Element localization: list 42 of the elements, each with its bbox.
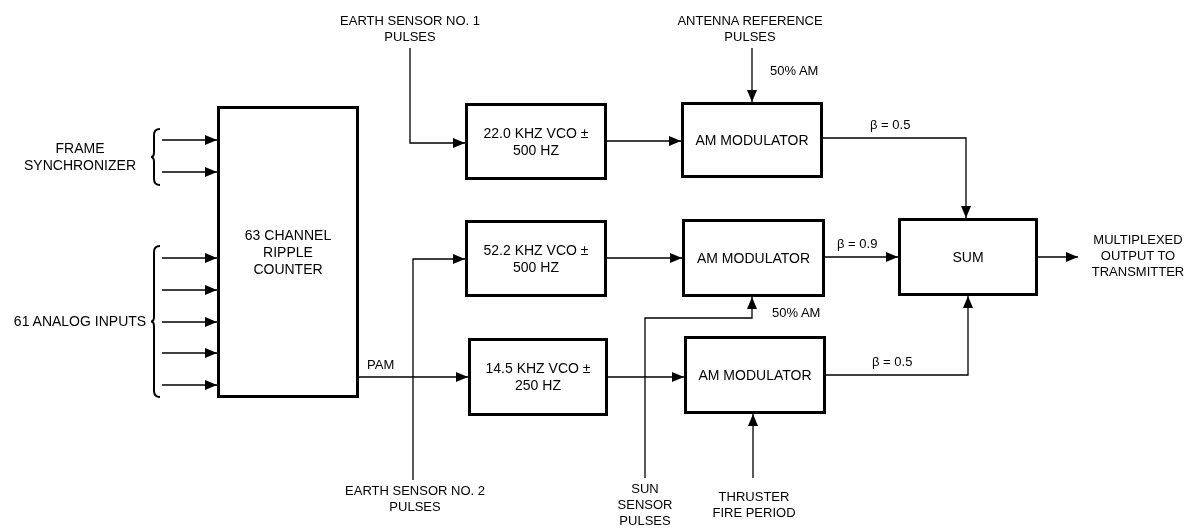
signal-arrow bbox=[409, 47, 466, 148]
block-box: 63 CHANNEL RIPPLE COUNTER bbox=[217, 106, 359, 398]
modulation-note: 50% AM bbox=[772, 306, 821, 319]
block-box: 22.0 KHZ VCO ± 500 HZ bbox=[465, 103, 607, 180]
signal-arrow bbox=[161, 380, 218, 390]
signal-arrow bbox=[607, 372, 685, 382]
signal-arrow bbox=[747, 47, 757, 103]
signal-arrow bbox=[824, 252, 899, 262]
edge-label: β = 0.9 bbox=[835, 237, 880, 250]
signal-arrow bbox=[822, 137, 971, 219]
signal-arrow bbox=[825, 295, 973, 376]
signal-label: EARTH SENSOR NO. 2 PULSES bbox=[345, 480, 485, 518]
signal-arrow bbox=[1037, 252, 1079, 262]
input-group-label: FRAME SYNCHRONIZER bbox=[23, 140, 137, 174]
edge-label: PAM bbox=[365, 358, 397, 371]
signal-label: EARTH SENSOR NO. 1 PULSES bbox=[340, 10, 480, 48]
signal-arrow bbox=[748, 413, 758, 479]
signal-arrow bbox=[161, 285, 218, 295]
signal-label: MULTIPLEXED OUTPUT TO TRANSMITTER bbox=[1078, 228, 1198, 284]
signal-arrow bbox=[161, 348, 218, 358]
signal-arrow bbox=[161, 167, 218, 177]
signal-arrow bbox=[358, 372, 469, 382]
edge-label: β = 0.5 bbox=[870, 355, 915, 368]
signal-label: THRUSTER FIRE PERIOD bbox=[712, 478, 796, 532]
block-box: AM MODULATOR bbox=[682, 219, 825, 297]
signal-label: ANTENNA REFERENCE PULSES bbox=[665, 10, 835, 48]
block-box: 52.2 KHZ VCO ± 500 HZ bbox=[465, 220, 607, 297]
block-box: AM MODULATOR bbox=[681, 102, 823, 178]
signal-arrow bbox=[606, 253, 683, 263]
block-box: AM MODULATOR bbox=[684, 336, 826, 414]
input-group-label: 61 ANALOG INPUTS bbox=[12, 313, 148, 330]
signal-arrow bbox=[161, 135, 218, 145]
block-box: 14.5 KHZ VCO ± 250 HZ bbox=[468, 338, 608, 416]
signal-label: SUN SENSOR PULSES bbox=[605, 478, 685, 532]
signal-arrow bbox=[161, 253, 218, 263]
modulation-note: 50% AM bbox=[770, 64, 819, 77]
signal-arrow bbox=[644, 296, 757, 479]
signal-arrow bbox=[412, 254, 466, 481]
block-box: SUM bbox=[898, 218, 1038, 296]
signal-arrow bbox=[606, 136, 682, 146]
signal-arrow bbox=[161, 317, 218, 327]
edge-label: β = 0.5 bbox=[868, 118, 913, 131]
